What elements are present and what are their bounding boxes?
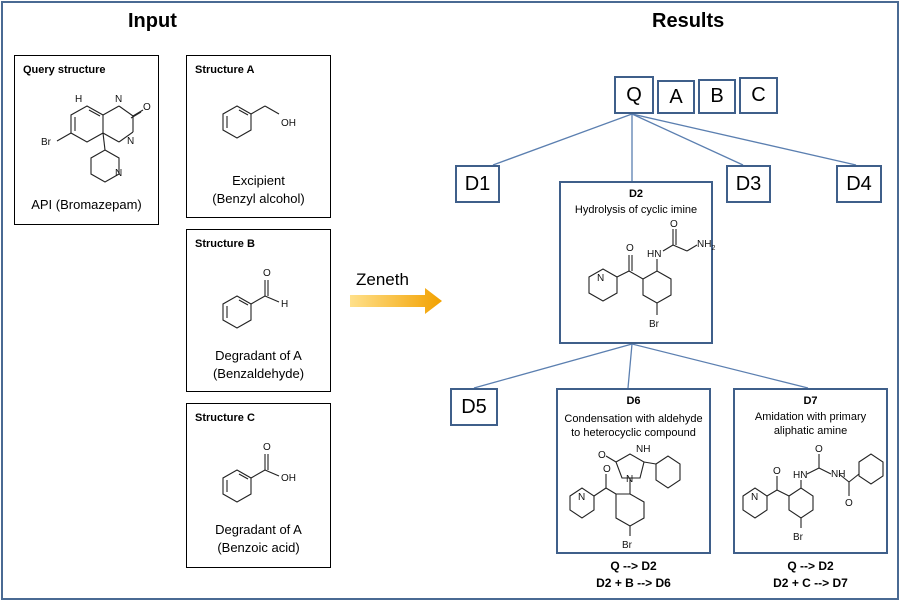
- atom-label-n-h: H: [75, 94, 82, 105]
- atom-label-o-ketone: O: [626, 243, 634, 254]
- structure-c-caption-line1: Degradant of A: [215, 522, 302, 537]
- atom-label-n-pyridine: N: [578, 492, 585, 503]
- structure-a-caption-line1: Excipient: [232, 173, 285, 188]
- atom-label-nh: NH: [831, 469, 845, 480]
- structure-b-box: Structure B O H Degradant of A (Benzalde…: [186, 229, 331, 392]
- degradant-node-d7: D7 Amidation with primary aliphatic amin…: [733, 388, 888, 554]
- d6-reaction-path: Q --> D2 D2 + B --> D6: [556, 558, 711, 592]
- atom-label-o-ring: O: [598, 450, 606, 461]
- d2-description: Hydrolysis of cyclic imine: [574, 204, 698, 216]
- d6-description-line1: Condensation with aldehyde: [564, 413, 703, 425]
- structure-a-caption-line2: (Benzyl alcohol): [212, 191, 305, 206]
- structure-a-box: Structure A OH Excipient (Benzyl alcohol…: [186, 55, 331, 218]
- d7-structure: N O HN O NH O Br: [742, 444, 884, 543]
- atom-label-h: H: [281, 299, 288, 310]
- structure-b-caption-line1: Degradant of A: [215, 348, 302, 363]
- atom-label-nh: NH: [636, 444, 650, 455]
- d6-structure: NH O N O N Br: [569, 444, 681, 551]
- structure-b-title: Structure B: [195, 238, 255, 250]
- degradant-node-d2: D2 Hydrolysis of cyclic imine N O HN O N…: [559, 181, 715, 344]
- atom-label-n-pyridine: N: [751, 492, 758, 503]
- atom-label-o-ketone: O: [773, 466, 781, 477]
- benzaldehyde-structure: O H: [222, 268, 288, 329]
- query-structure-title: Query structure: [23, 64, 106, 76]
- root-node-q: Q: [614, 76, 654, 114]
- d6-title: D6: [626, 395, 641, 407]
- d7-reaction-line2: D2 + C --> D7: [773, 576, 848, 590]
- benzoic-acid-structure: O OH: [222, 442, 296, 503]
- atom-label-o-benzamide: O: [845, 498, 853, 509]
- benzyl-alcohol-structure: OH: [222, 105, 296, 139]
- atom-label-hn: HN: [647, 249, 661, 260]
- structure-a-title: Structure A: [195, 64, 255, 76]
- atom-label-o-amide: O: [815, 444, 823, 455]
- structure-c-title: Structure C: [195, 412, 255, 424]
- atom-label-o-amide: O: [670, 219, 678, 230]
- atom-label-o: O: [263, 268, 271, 279]
- atom-label-oh: OH: [281, 118, 296, 129]
- degradant-node-d1: D1: [455, 165, 500, 203]
- d2-structure: N O HN O NH2 Br: [588, 219, 715, 330]
- results-heading: Results: [652, 10, 725, 32]
- d7-description-line2: aliphatic amine: [773, 425, 848, 437]
- input-heading: Input: [128, 10, 177, 32]
- zeneth-arrow: [350, 288, 442, 314]
- atom-label-n-ring: N: [626, 474, 633, 485]
- degradant-node-d6: D6 Condensation with aldehyde to heteroc…: [556, 388, 711, 554]
- degradant-node-d5: D5: [450, 388, 498, 426]
- bromazepam-structure: H N O N N Br: [41, 94, 151, 183]
- atom-label-n-ring: N: [127, 136, 134, 147]
- atom-label-br: Br: [649, 319, 660, 330]
- zeneth-label: Zeneth: [356, 270, 409, 289]
- atom-label-nh2: NH2: [697, 239, 715, 252]
- atom-label-n-pyridine: N: [115, 168, 122, 179]
- d7-title: D7: [803, 395, 818, 407]
- d6-reaction-line2: D2 + B --> D6: [596, 576, 671, 590]
- atom-label-br: Br: [41, 137, 52, 148]
- degradant-node-d3: D3: [726, 165, 771, 203]
- d7-reaction-line1: Q --> D2: [787, 559, 834, 573]
- d7-reaction-path: Q --> D2 D2 + C --> D7: [733, 558, 888, 592]
- atom-label-oh: OH: [281, 473, 296, 484]
- root-node-b: B: [698, 79, 736, 114]
- atom-label-nh: N: [115, 94, 122, 105]
- structure-c-caption-line2: (Benzoic acid): [217, 540, 300, 555]
- query-structure-box: Query structure H N O N N Br API (Bromaz…: [14, 55, 159, 225]
- query-caption: API (Bromazepam): [31, 197, 142, 212]
- structure-c-box: Structure C O OH Degradant of A (Benzoic…: [186, 403, 331, 568]
- root-node-a: A: [657, 80, 695, 114]
- atom-label-br: Br: [793, 532, 804, 543]
- root-node-c: C: [739, 77, 778, 114]
- atom-label-br: Br: [622, 540, 633, 551]
- atom-label-o: O: [143, 102, 151, 113]
- structure-b-caption-line2: (Benzaldehyde): [212, 366, 305, 381]
- d2-title: D2: [628, 188, 644, 200]
- degradant-node-d4: D4: [836, 165, 882, 203]
- d6-description-line2: to heterocyclic compound: [571, 427, 696, 439]
- d6-reaction-line1: Q --> D2: [610, 559, 657, 573]
- d7-description-line1: Amidation with primary: [754, 411, 867, 423]
- atom-label-o-ketone: O: [603, 464, 611, 475]
- atom-label-o: O: [263, 442, 271, 453]
- atom-label-n-pyridine: N: [597, 273, 604, 284]
- atom-label-hn: HN: [793, 470, 807, 481]
